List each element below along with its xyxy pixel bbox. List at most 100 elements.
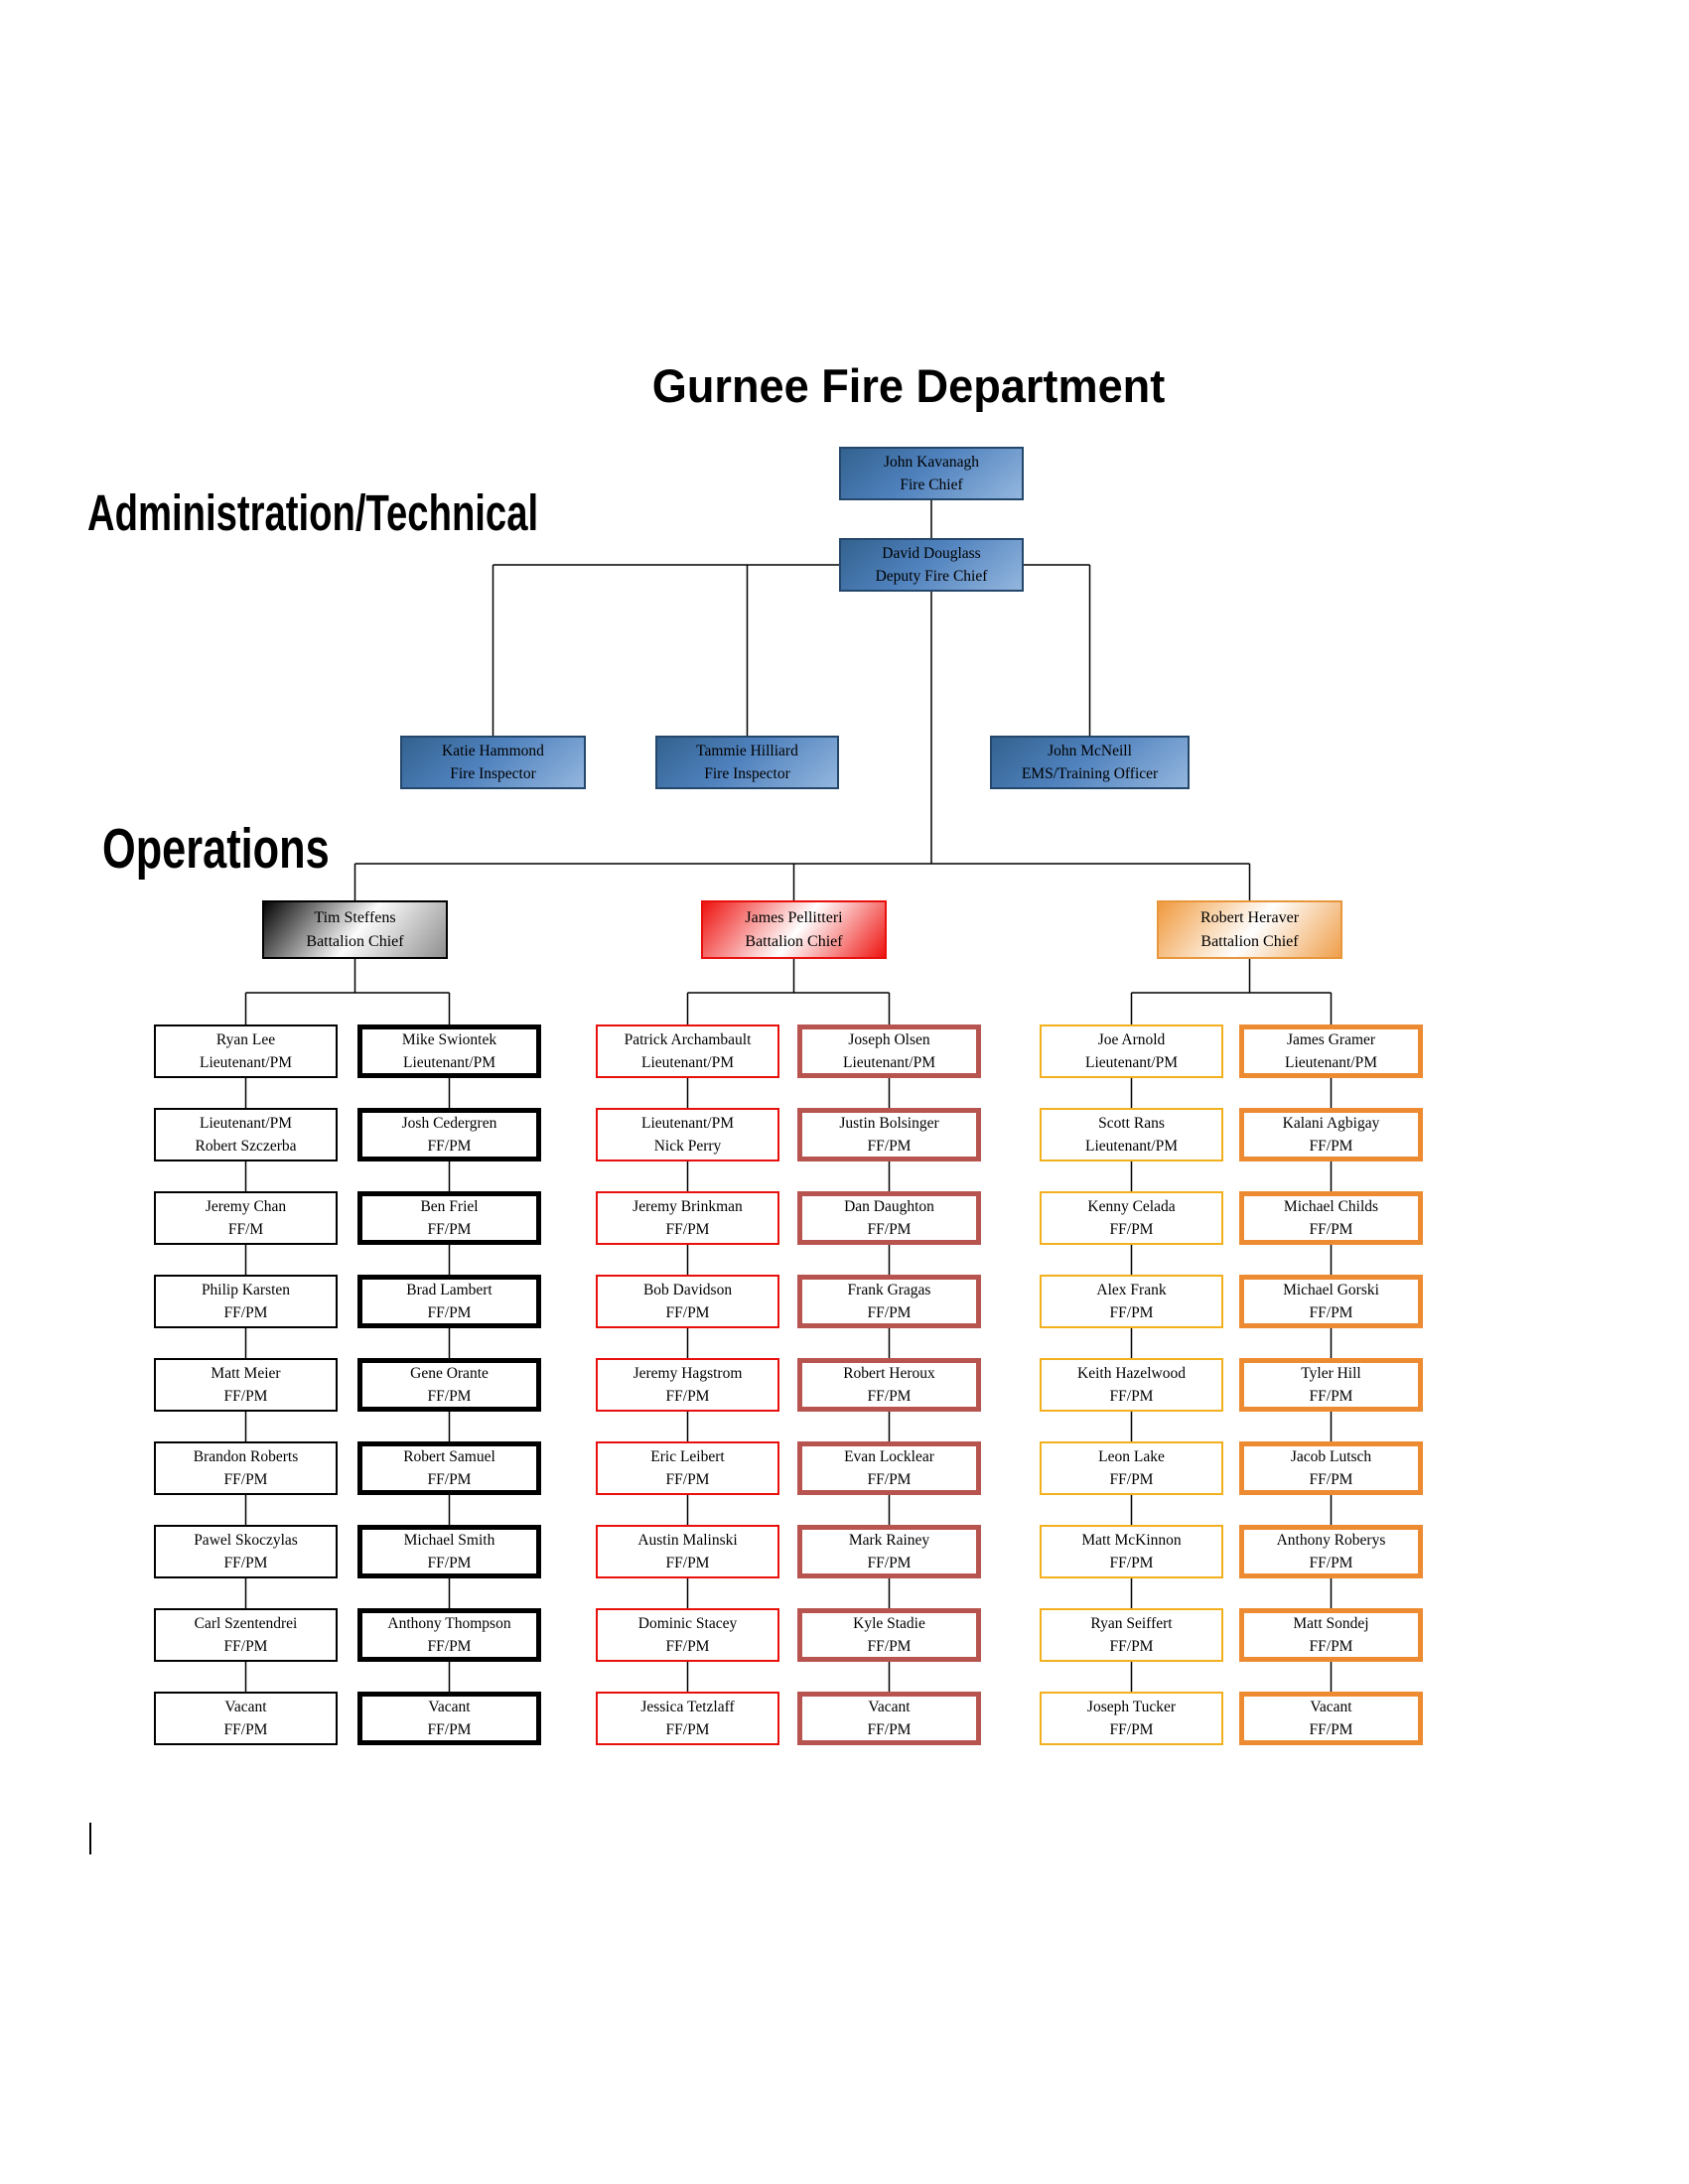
box-line-1: Anthony Thompson: [387, 1614, 511, 1632]
box-line-2: FF/PM: [867, 1471, 912, 1488]
box-line-1: Gene Orante: [410, 1364, 489, 1382]
section-label-administration: Administration/Technical: [87, 484, 539, 541]
box-line-1: Joseph Olsen: [848, 1030, 930, 1048]
box-line-2: FF/PM: [223, 1304, 268, 1321]
box-line-2: Fire Chief: [900, 477, 963, 493]
box-line-1: Evan Locklear: [844, 1447, 934, 1465]
box-line-1: David Douglass: [882, 544, 981, 562]
box-line-1: Kalani Agbigay: [1282, 1114, 1380, 1132]
box-line-2: FF/PM: [427, 1304, 472, 1321]
box-line-1: Vacant: [868, 1698, 911, 1715]
box-line-1: Matt McKinnon: [1081, 1531, 1182, 1549]
box-line-1: Matt Meier: [211, 1364, 281, 1382]
box-line-1: Jeremy Chan: [205, 1197, 287, 1215]
box-line-1: Robert Samuel: [403, 1447, 495, 1465]
box-line-2: FF/M: [227, 1221, 264, 1238]
box-line-2: FF/PM: [1309, 1388, 1353, 1405]
box-line-1: Joseph Tucker: [1086, 1698, 1177, 1715]
box-line-2: FF/PM: [1309, 1138, 1353, 1155]
box-line-2: Battalion Chief: [1200, 932, 1299, 950]
box-line-1: Alex Frank: [1096, 1281, 1167, 1298]
box-line-1: Brandon Roberts: [193, 1447, 299, 1465]
box-line-2: FF/PM: [665, 1304, 710, 1321]
box-line-2: FF/PM: [427, 1221, 472, 1238]
box-line-1: Frank Gragas: [847, 1281, 931, 1298]
box-line-2: FF/PM: [1109, 1304, 1154, 1321]
box-line-2: FF/PM: [1109, 1721, 1154, 1738]
box-line-1: Mike Swiontek: [401, 1030, 497, 1048]
box-line-1: Jeremy Brinkman: [633, 1197, 743, 1215]
box-line-1: Ryan Lee: [215, 1030, 276, 1048]
box-line-2: FF/PM: [867, 1304, 912, 1321]
box-line-1: James Pellitteri: [745, 908, 843, 926]
box-line-1: Dominic Stacey: [637, 1614, 738, 1632]
box-line-2: FF/PM: [867, 1221, 912, 1238]
box-line-2: FF/PM: [665, 1388, 710, 1405]
box-line-2: FF/PM: [1309, 1638, 1353, 1655]
box-line-2: FF/PM: [1109, 1555, 1154, 1571]
box-line-1: Philip Karsten: [201, 1281, 291, 1298]
box-line-2: FF/PM: [427, 1138, 472, 1155]
box-line-1: John McNeill: [1048, 742, 1132, 759]
box-line-1: Eric Leibert: [650, 1447, 725, 1465]
box-line-2: FF/PM: [427, 1471, 472, 1488]
box-line-2: Lieutenant/PM: [1085, 1138, 1178, 1155]
box-line-1: Robert Heraver: [1199, 908, 1300, 926]
box-line-1: Michael Childs: [1283, 1197, 1379, 1215]
box-line-2: FF/PM: [223, 1388, 268, 1405]
box-line-2: FF/PM: [665, 1555, 710, 1571]
box-line-1: Ben Friel: [420, 1197, 479, 1215]
box-line-2: FF/PM: [1109, 1638, 1154, 1655]
box-line-1: Lieutenant/PM: [641, 1114, 734, 1132]
box-line-2: FF/PM: [867, 1721, 912, 1738]
box-line-2: Lieutenant/PM: [1285, 1054, 1377, 1071]
box-line-2: FF/PM: [223, 1555, 268, 1571]
box-line-1: Ryan Seiffert: [1090, 1614, 1173, 1632]
box-line-2: FF/PM: [1109, 1471, 1154, 1488]
box-line-2: Lieutenant/PM: [200, 1054, 292, 1071]
box-line-2: Lieutenant/PM: [1085, 1054, 1178, 1071]
box-line-1: Bob Davidson: [642, 1281, 733, 1298]
box-line-2: FF/PM: [427, 1721, 472, 1738]
box-line-2: FF/PM: [867, 1555, 912, 1571]
box-line-2: Nick Perry: [653, 1138, 722, 1155]
box-line-1: Dan Daughton: [844, 1197, 934, 1215]
box-line-1: Tyler Hill: [1301, 1364, 1361, 1382]
box-line-2: FF/PM: [1309, 1471, 1353, 1488]
